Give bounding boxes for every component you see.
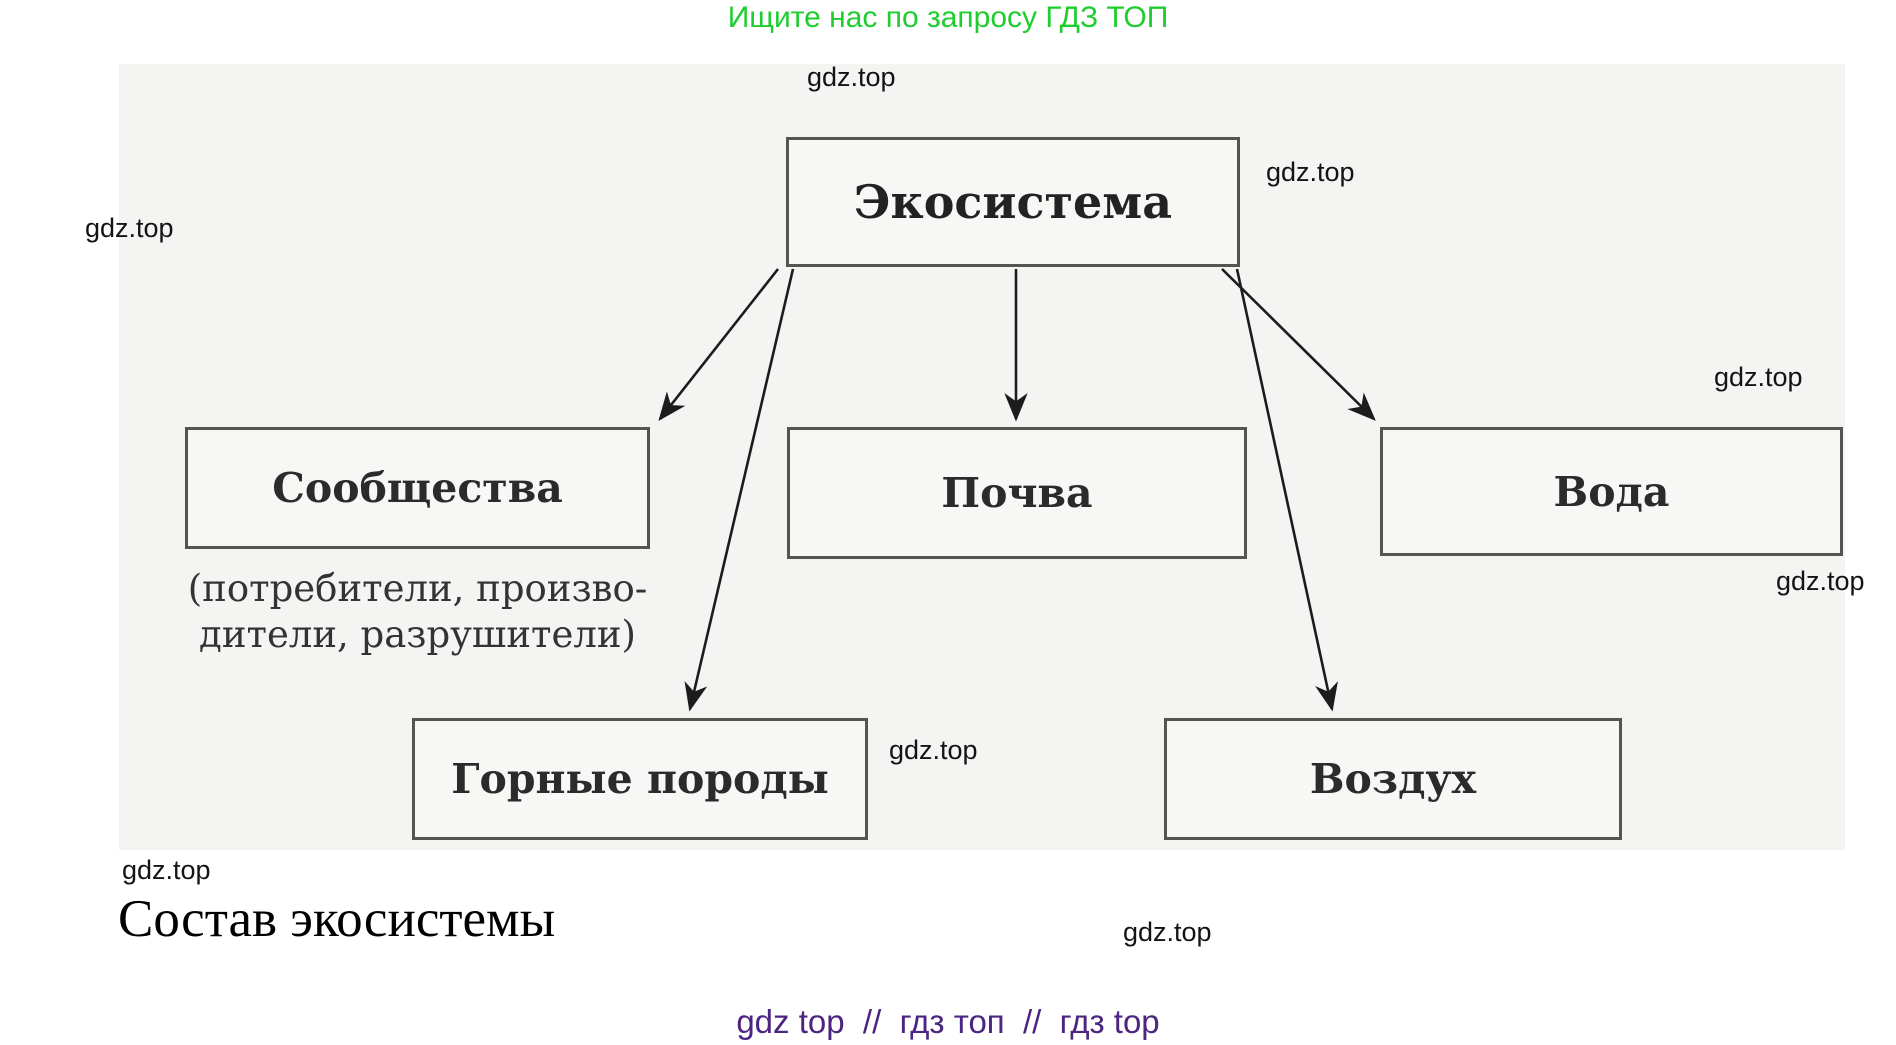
node-rocks: Горные породы bbox=[412, 718, 868, 840]
watermark-near-rocks: gdz.top bbox=[889, 735, 978, 765]
communities-note-line2: дители, разрушители) bbox=[199, 613, 636, 656]
footer-links: gdz top // гдз топ // гдз top bbox=[736, 1003, 1160, 1040]
node-ecosystem-label: Экосистема bbox=[853, 175, 1173, 229]
watermark-right-lower: gdz.top bbox=[1776, 566, 1865, 596]
watermark-left: gdz.top bbox=[85, 213, 174, 243]
node-water-label: Вода bbox=[1553, 467, 1670, 516]
node-soil-label: Почва bbox=[941, 469, 1093, 517]
communities-note: (потребители, произво- дители, разрушите… bbox=[185, 566, 650, 658]
communities-note-line1: (потребители, произво- bbox=[187, 567, 648, 610]
image-caption: Состав экосистемы bbox=[118, 890, 556, 948]
node-communities-label: Сообщества bbox=[272, 464, 563, 512]
node-rocks-label: Горные породы bbox=[451, 755, 829, 803]
watermark-bottom-left: gdz.top bbox=[122, 855, 211, 885]
watermark-right-upper: gdz.top bbox=[1714, 362, 1803, 392]
watermark-bottom-center: gdz.top bbox=[1123, 917, 1212, 947]
node-air: Воздух bbox=[1164, 718, 1622, 840]
watermark-right-of-root: gdz.top bbox=[1266, 157, 1355, 187]
promo-banner: Ищите нас по запросу ГДЗ ТОП bbox=[727, 1, 1169, 34]
node-air-label: Воздух bbox=[1309, 755, 1477, 803]
node-soil: Почва bbox=[787, 427, 1247, 559]
watermark-top-center: gdz.top bbox=[807, 62, 896, 92]
node-ecosystem: Экосистема bbox=[786, 137, 1240, 267]
node-communities: Сообщества bbox=[185, 427, 650, 549]
node-water: Вода bbox=[1380, 427, 1843, 556]
